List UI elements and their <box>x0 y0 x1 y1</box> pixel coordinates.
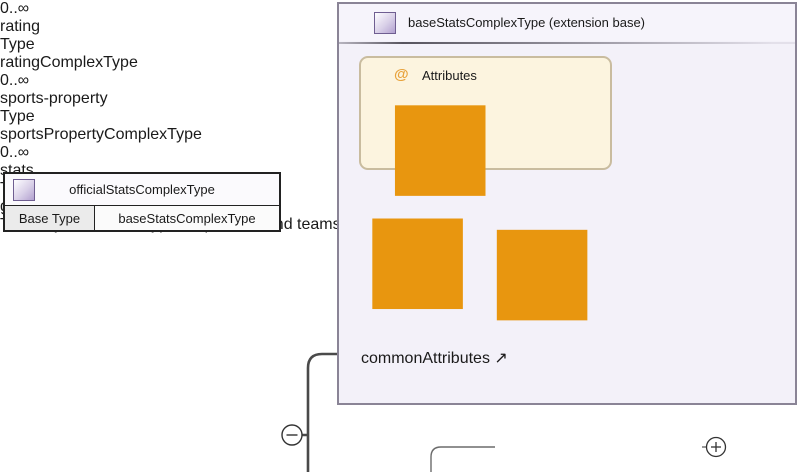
header-divider <box>339 42 795 44</box>
attribute-group-name: commonAttributes <box>361 350 490 367</box>
jump-to-definition-icon[interactable]: ↗ <box>494 350 508 367</box>
cardinality-label: 0..∞ <box>0 0 30 17</box>
type-value: ratingComplexType <box>0 54 138 71</box>
element-name: rating <box>0 18 41 35</box>
element-sports-property[interactable]: sports-property Type sportsPropertyCompl… <box>0 90 268 144</box>
attribute-group-icon <box>372 105 588 321</box>
attributes-header: @ Attributes <box>361 58 610 94</box>
type-label: Type <box>0 108 35 125</box>
collapse-icon-official-stats[interactable] <box>281 424 303 446</box>
base-type-header: baseStatsComplexType (extension base) <box>339 4 795 41</box>
expand-icon-rating[interactable] <box>705 436 727 458</box>
cardinality-label: 0..∞ <box>0 72 30 89</box>
element-name: sports-property <box>0 90 108 107</box>
base-type-row-value: baseStatsComplexType <box>95 206 279 230</box>
base-type-container: baseStatsComplexType (extension base) @ … <box>337 2 797 405</box>
official-stats-type-box[interactable]: officialStatsComplexType Base Type baseS… <box>3 172 281 232</box>
at-icon: @ <box>394 66 409 83</box>
base-type-row: Base Type baseStatsComplexType <box>5 206 279 230</box>
official-stats-title: officialStatsComplexType <box>69 182 215 197</box>
attributes-section[interactable]: @ Attributes commonAttributes ↗ <box>359 56 612 367</box>
official-stats-header: officialStatsComplexType <box>5 174 279 206</box>
base-type-title: baseStatsComplexType (extension base) <box>408 15 646 30</box>
extension-connector <box>302 352 359 472</box>
type-label: Type <box>0 36 35 53</box>
complex-type-icon <box>13 179 35 201</box>
attributes-title: Attributes <box>422 68 477 83</box>
element-rating[interactable]: rating Type ratingComplexType <box>0 18 205 72</box>
attribute-group-commonAttributes[interactable]: commonAttributes ↗ <box>361 94 610 368</box>
cardinality-label: 0..∞ <box>0 144 30 161</box>
base-type-row-label: Base Type <box>5 206 95 230</box>
type-value: sportsPropertyComplexType <box>0 126 202 143</box>
complex-type-icon <box>374 12 396 34</box>
